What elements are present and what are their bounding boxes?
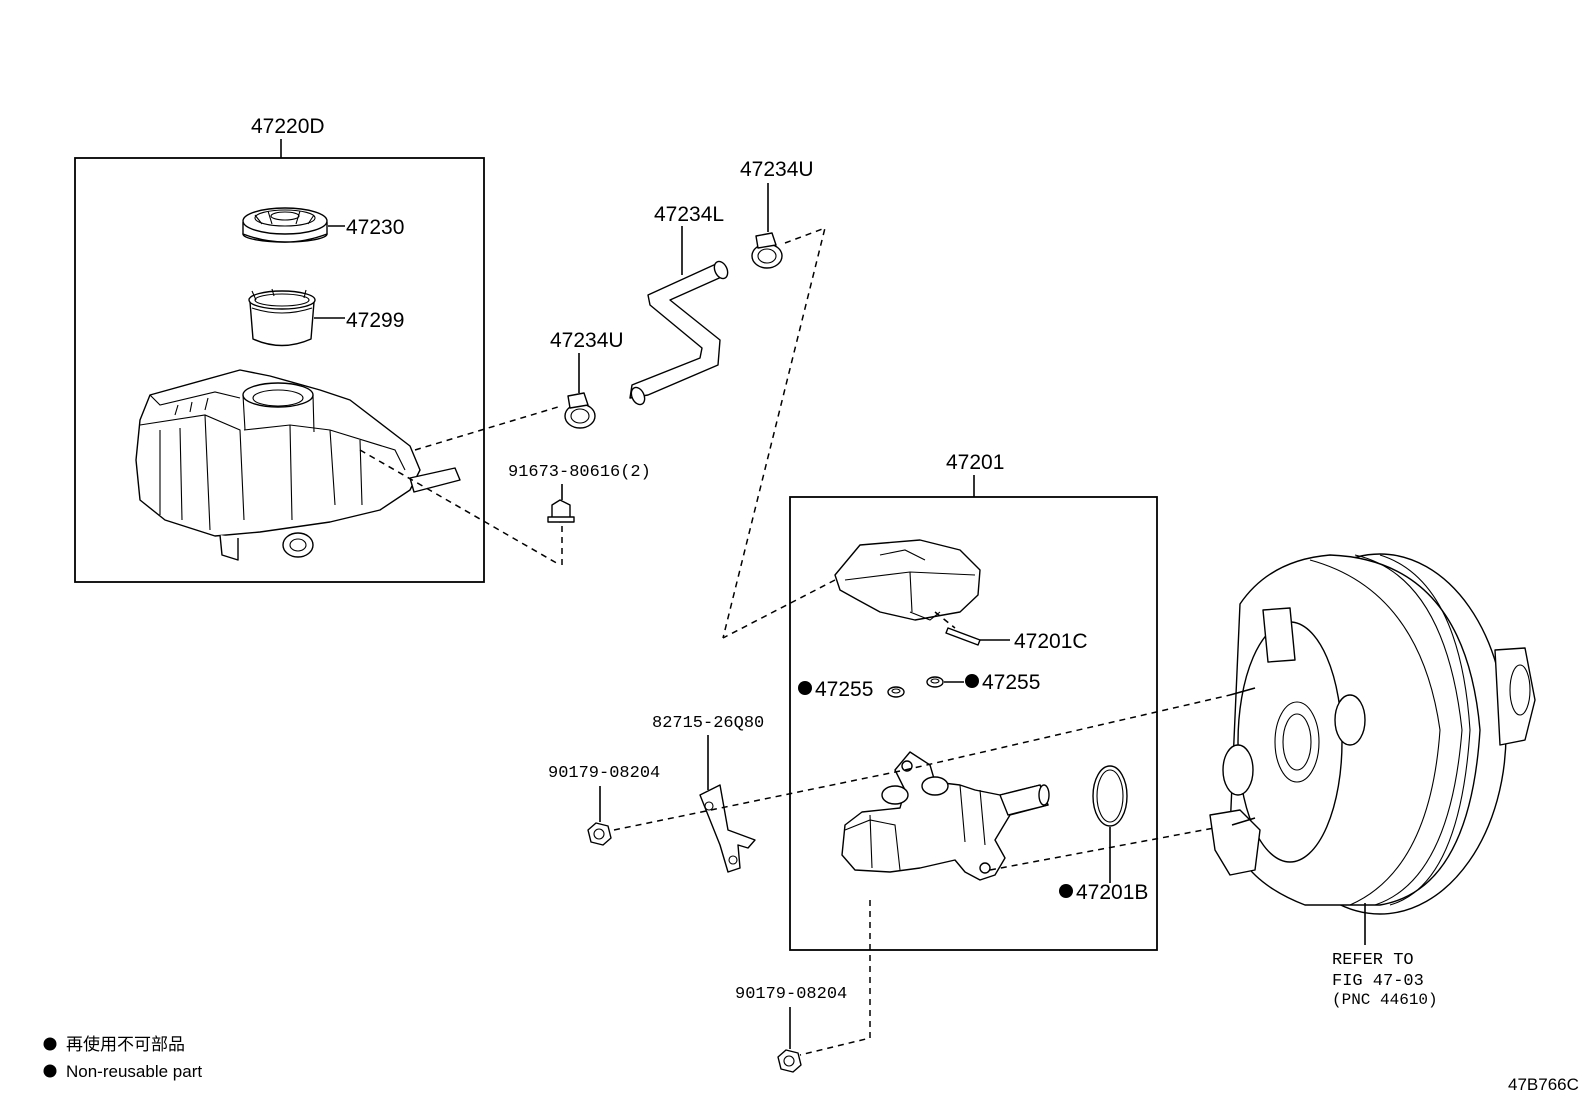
- master-cylinder-part: [841, 751, 1050, 881]
- legend: 再使用不可部品 Non-reusable part: [43, 1034, 202, 1081]
- callout-47234L[interactable]: 47234L: [654, 203, 724, 226]
- nonreusable-marker-47255-right: [965, 674, 979, 688]
- reservoir-cap-part: [242, 207, 328, 243]
- diagram-id: 47B766C: [1508, 1075, 1579, 1094]
- cylinder-cap-part: [834, 539, 981, 621]
- brake-hose-part: [629, 263, 727, 399]
- strainer-part: [248, 288, 316, 347]
- callout-47299[interactable]: 47299: [346, 309, 404, 332]
- reservoir-tank-part: [135, 369, 461, 561]
- nonreusable-marker-47201B: [1059, 884, 1073, 898]
- callout-47234U-upper[interactable]: 47234U: [740, 158, 814, 181]
- callout-47201[interactable]: 47201: [946, 451, 1004, 474]
- bracket-group: 82715-26Q80 90179-08204 90179-08204: [548, 714, 906, 1073]
- brake-booster-group: REFER TO FIG 47-03 (PNC 44610): [1209, 553, 1536, 1009]
- clip-upper-part: [751, 232, 783, 269]
- nut-left-part: [587, 822, 612, 846]
- callout-47234U-lower[interactable]: 47234U: [550, 329, 624, 352]
- callout-82715-26Q80[interactable]: 82715-26Q80: [652, 714, 764, 733]
- grommet-left-part: [887, 686, 905, 698]
- refer-line-1[interactable]: REFER TO: [1332, 951, 1414, 970]
- callout-47255-left[interactable]: 47255: [815, 678, 873, 701]
- reservoir-assembly-group: 47220D 47230 47299: [74, 115, 561, 583]
- legend-bullet-2: [43, 1064, 57, 1078]
- refer-line-2[interactable]: FIG 47-03: [1332, 972, 1424, 991]
- callout-47230[interactable]: 47230: [346, 216, 404, 239]
- callout-90179-08204-bottom[interactable]: 90179-08204: [735, 985, 847, 1004]
- callout-47201C[interactable]: 47201C: [1014, 630, 1088, 653]
- callout-47255-right[interactable]: 47255: [982, 671, 1040, 694]
- legend-line-jp: 再使用不可部品: [66, 1034, 185, 1054]
- callout-47201B[interactable]: 47201B: [1076, 881, 1148, 904]
- legend-bullet-1: [43, 1037, 57, 1051]
- nut-91673-part: [547, 499, 575, 523]
- brake-booster-part: [1209, 553, 1536, 915]
- callout-47220D[interactable]: 47220D: [251, 115, 325, 138]
- grommet-right-part: [926, 676, 944, 688]
- refer-line-3: (PNC 44610): [1332, 991, 1438, 1009]
- clip-lower-part: [564, 392, 596, 429]
- bracket-part: [699, 784, 756, 873]
- callout-90179-08204-left[interactable]: 90179-08204: [548, 764, 660, 783]
- callout-91673-80616[interactable]: 91673-80616(2): [508, 463, 651, 482]
- hose-group: 47234U 47234L 47234U 91673-80616(2): [508, 158, 827, 639]
- master-cylinder-group: 47201 47201C 47255 47255: [722, 451, 1231, 1056]
- nonreusable-marker-47255-left: [798, 681, 812, 695]
- legend-line-en: Non-reusable part: [66, 1062, 202, 1081]
- oring-part: [1092, 765, 1128, 827]
- nut-bottom-part: [777, 1049, 802, 1073]
- reservoir-assembly-box: [74, 157, 485, 583]
